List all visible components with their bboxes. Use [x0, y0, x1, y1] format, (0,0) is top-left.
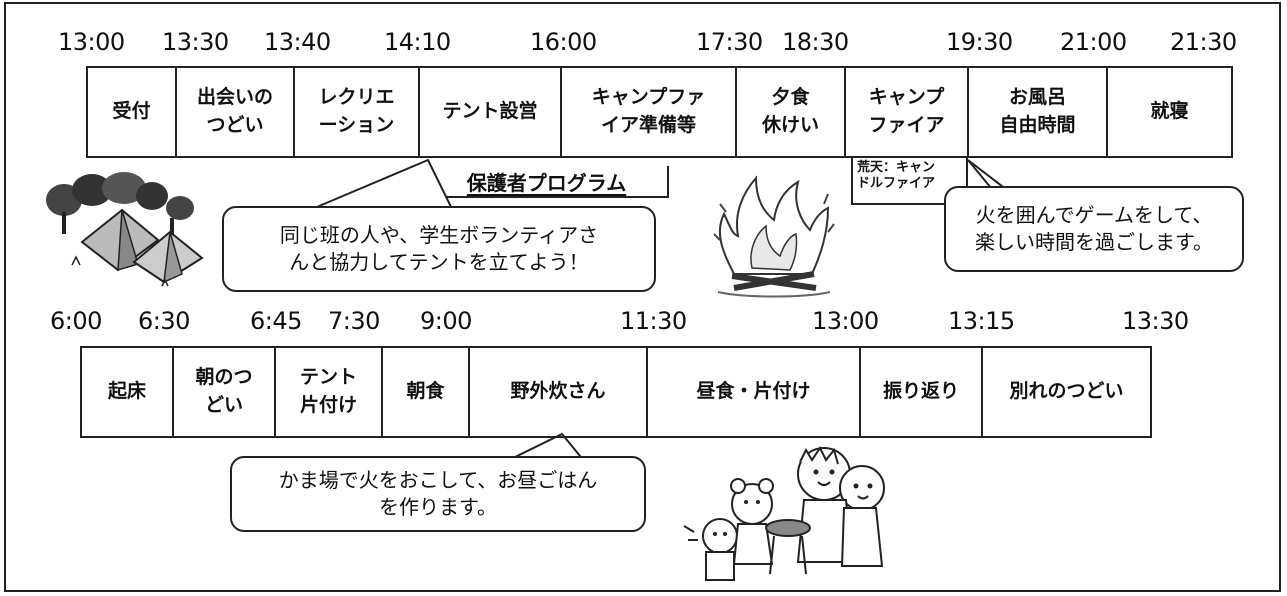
activity-cell: テント 片付け: [274, 346, 383, 438]
activity-cell: キャンプファ イア準備等: [560, 66, 737, 158]
day1-time: 16:00: [530, 28, 597, 56]
day2-time: 13:15: [948, 307, 1015, 335]
day1-time: 21:30: [1170, 28, 1237, 56]
day1-activity-row: 受付 出会いの つどい レクリエ ーション テント設営 キャンプファ イア準備等…: [86, 66, 1233, 158]
day1-time: 13:00: [58, 28, 125, 56]
day2-time: 9:00: [420, 307, 472, 335]
activity-cell: 就寝: [1106, 66, 1233, 158]
day1-time: 14:10: [384, 28, 451, 56]
tent-camp-icon: [46, 172, 204, 287]
day1-time: 13:30: [162, 28, 229, 56]
day1-time: 18:30: [782, 28, 849, 56]
day1-time: 17:30: [696, 28, 763, 56]
children-cooking-icon: [683, 446, 885, 581]
activity-cell: 別れのつどい: [981, 346, 1152, 438]
day1-time: 13:40: [264, 28, 331, 56]
campfire-icon: [713, 175, 835, 298]
cooking-callout: かま場で火をおこして、お昼ごはん を作ります。: [230, 456, 646, 532]
day2-time: 7:30: [328, 307, 380, 335]
activity-cell: 野外炊さん: [468, 346, 648, 438]
day2-activity-row: 起床 朝のつ どい テント 片付け 朝食 野外炊さん 昼食・片付け 振り返り 別…: [80, 346, 1152, 438]
day2-time: 13:30: [1122, 307, 1189, 335]
guardian-program-label: 保護者プログラム: [424, 166, 669, 198]
activity-cell: キャンプ ファイア: [844, 66, 969, 158]
schedule-frame: [4, 2, 1281, 592]
day2-time: 6:30: [138, 307, 190, 335]
activity-cell: 朝のつ どい: [172, 346, 276, 438]
day1-time: 21:00: [1060, 28, 1127, 56]
day2-time: 13:00: [812, 307, 879, 335]
day1-time: 19:30: [946, 28, 1013, 56]
campfire-callout: 火を囲んでゲームをして、 楽しい時間を過ごします。: [944, 186, 1244, 272]
day2-time: 6:45: [250, 307, 302, 335]
activity-cell: 昼食・片付け: [646, 346, 861, 438]
tent-callout: 同じ班の人や、学生ボランティアさ んと協力してテントを立てよう！: [222, 206, 656, 292]
rain-alternative-note: 荒天：キャン ドルファイア: [851, 157, 968, 205]
activity-cell: 朝食: [381, 346, 470, 438]
day2-time: 6:00: [50, 307, 102, 335]
activity-cell: 振り返り: [859, 346, 983, 438]
day2-time: 11:30: [620, 307, 687, 335]
activity-cell: 起床: [80, 346, 174, 438]
